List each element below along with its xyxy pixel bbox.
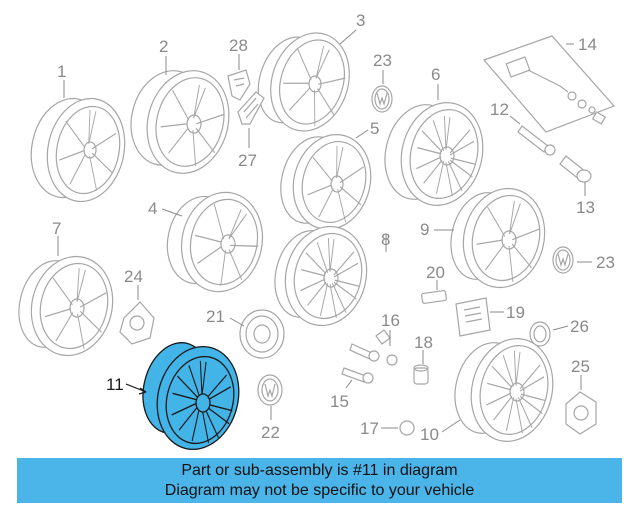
hub-cover-24[interactable] [119, 301, 155, 345]
wheel-9[interactable] [442, 180, 555, 296]
wheel-5[interactable] [272, 126, 381, 238]
tpms-sensor-kit-14[interactable] [482, 35, 616, 133]
callout-9: 9 [420, 220, 429, 239]
wheel-3[interactable] [248, 23, 362, 142]
callout-20: 20 [426, 263, 445, 282]
callout-17: 17 [360, 419, 379, 438]
callout-25: 25 [571, 357, 590, 376]
callout-6: 6 [431, 65, 440, 84]
callout-15: 15 [330, 392, 349, 411]
callout-8: 8 [381, 230, 390, 249]
wheel-bolt-15[interactable] [341, 367, 374, 384]
wheel-10[interactable] [446, 330, 564, 450]
wheel-4[interactable] [160, 185, 272, 299]
callout-1: 1 [57, 62, 66, 81]
banner-line-1: Part or sub-assembly is #11 in diagram [181, 461, 458, 479]
callout-21: 21 [206, 307, 225, 326]
emblem-20[interactable] [421, 290, 447, 304]
wheel-2[interactable] [121, 61, 240, 182]
info-banner: Part or sub-assembly is #11 in diagram D… [17, 458, 622, 503]
wheel-8[interactable] [266, 218, 377, 334]
callout-22: 22 [261, 423, 280, 442]
callout-28: 28 [229, 36, 248, 55]
center-cap-22[interactable] [257, 374, 283, 406]
callout-27: 27 [238, 151, 257, 170]
callout-4: 4 [148, 199, 157, 218]
wheel-1[interactable] [22, 91, 134, 209]
wheel-bolt-16[interactable] [349, 329, 398, 366]
center-cap-26[interactable] [529, 321, 551, 347]
callout-23-top: 23 [373, 51, 392, 70]
callout-5: 5 [370, 119, 379, 138]
lock-nut-17[interactable] [399, 420, 415, 436]
center-cap-23-top[interactable] [371, 85, 393, 113]
label-19[interactable] [455, 297, 491, 337]
callout-3: 3 [356, 11, 365, 30]
callout-18: 18 [414, 333, 433, 352]
center-cap-23-right[interactable] [552, 246, 574, 274]
callout-12: 12 [490, 100, 509, 119]
callout-10: 10 [420, 425, 439, 444]
wheel-7[interactable] [10, 248, 123, 364]
lug-nut-18[interactable] [413, 364, 429, 385]
callout-23-right: 23 [596, 253, 615, 272]
callout-13: 13 [576, 198, 595, 217]
wheel-6[interactable] [375, 94, 493, 214]
balance-weight-28[interactable] [227, 69, 251, 101]
balance-weight-27[interactable] [237, 91, 265, 125]
callout-24: 24 [124, 267, 143, 286]
wheel-11-highlighted[interactable] [134, 336, 250, 459]
hub-cover-25[interactable] [565, 391, 597, 435]
valve-stem-12[interactable] [517, 125, 556, 156]
banner-line-2: Diagram may not be specific to your vehi… [164, 481, 475, 499]
callout-7: 7 [52, 219, 61, 238]
callout-19: 19 [506, 303, 525, 322]
valve-stem-13[interactable] [559, 155, 592, 183]
callout-2: 2 [159, 37, 168, 56]
callout-14: 14 [578, 35, 597, 54]
callout-26: 26 [570, 317, 589, 336]
hub-cap-21[interactable] [239, 309, 285, 359]
callout-16: 16 [381, 311, 400, 330]
callout-11: 11 [106, 375, 124, 394]
